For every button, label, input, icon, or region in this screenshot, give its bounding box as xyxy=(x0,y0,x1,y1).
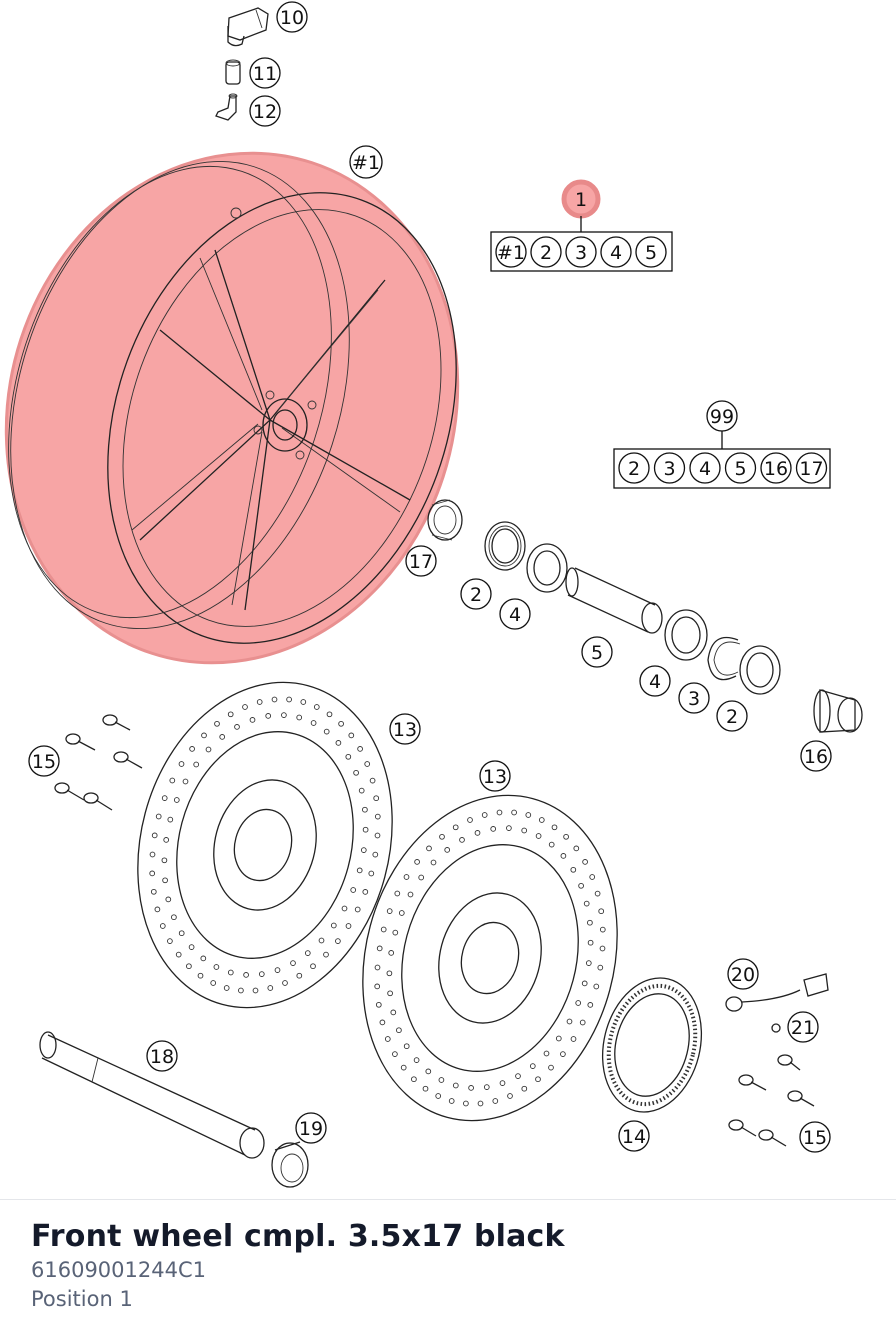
part-disc-bolts-right[interactable] xyxy=(728,1054,815,1147)
svg-text:2: 2 xyxy=(470,584,482,606)
part-circlip-3[interactable] xyxy=(707,636,741,681)
part-disc-bolts-left[interactable] xyxy=(54,714,143,811)
callout-10[interactable]: 10 xyxy=(276,1,308,33)
group-box-99 xyxy=(613,448,831,489)
svg-text:21: 21 xyxy=(791,1017,815,1039)
part-valve-cap[interactable] xyxy=(227,7,269,47)
group-99-item[interactable]: 17 xyxy=(795,452,828,484)
part-bearing-4a[interactable] xyxy=(526,543,568,593)
part-sensor-screw[interactable] xyxy=(771,1023,781,1033)
group-1-item-label: 5 xyxy=(645,242,657,264)
svg-text:11: 11 xyxy=(253,63,277,85)
group-1-item-label: #1 xyxy=(497,242,525,264)
group-99-item[interactable]: 2 xyxy=(618,452,650,484)
callout-2-right[interactable]: 2 xyxy=(716,700,748,732)
svg-text:99: 99 xyxy=(710,406,734,428)
callout-20[interactable]: 20 xyxy=(727,958,759,990)
svg-text:13: 13 xyxy=(483,766,507,788)
group-99-item-label: 4 xyxy=(699,458,711,480)
group-1-item[interactable]: 5 xyxy=(635,236,667,268)
svg-text:4: 4 xyxy=(649,671,661,693)
group-99-item-label: 2 xyxy=(628,458,640,480)
svg-text:16: 16 xyxy=(804,746,828,768)
group-1-item[interactable]: 3 xyxy=(565,236,597,268)
group-1-item[interactable]: 4 xyxy=(600,236,632,268)
group-1-item[interactable]: #1 xyxy=(495,236,527,268)
callout-4-left[interactable]: 4 xyxy=(499,598,531,630)
callout-12[interactable]: 12 xyxy=(249,95,281,127)
callout-5[interactable]: 5 xyxy=(581,636,613,668)
group-99-item[interactable]: 3 xyxy=(653,452,686,484)
callout-wheel-1[interactable]: #1 xyxy=(349,145,383,179)
callout-16[interactable]: 16 xyxy=(800,740,832,772)
svg-text:5: 5 xyxy=(591,642,603,664)
svg-text:19: 19 xyxy=(299,1118,323,1140)
part-valve[interactable] xyxy=(215,93,238,121)
part-brake-disc-right[interactable] xyxy=(328,767,653,1150)
callout-2-left[interactable]: 2 xyxy=(460,578,492,610)
group-99-item[interactable]: 16 xyxy=(760,452,792,484)
group-1-item-label: 2 xyxy=(540,242,552,264)
callout-13-right[interactable]: 13 xyxy=(479,760,511,792)
part-number: 61609001244C1 xyxy=(31,1258,206,1282)
part-spacer-tube-5[interactable] xyxy=(565,567,663,634)
svg-text:4: 4 xyxy=(509,604,521,626)
footer-divider xyxy=(0,1199,896,1200)
callout-19[interactable]: 19 xyxy=(295,1112,327,1144)
callout-99[interactable]: 99 xyxy=(706,400,738,432)
callout-14[interactable]: 14 xyxy=(618,1120,650,1152)
group-99-item-label: 16 xyxy=(764,458,788,480)
svg-text:18: 18 xyxy=(150,1046,174,1068)
group-99-item[interactable]: 5 xyxy=(724,452,757,484)
svg-text:13: 13 xyxy=(393,719,417,741)
group-1-item[interactable]: 2 xyxy=(530,236,562,268)
group-99-item-label: 17 xyxy=(799,458,823,480)
callout-selected-1[interactable]: 1 xyxy=(561,179,601,219)
group-set-99: 2 3 4 5 16 17 xyxy=(618,452,828,484)
group-set-1: #1 2 3 4 5 xyxy=(495,236,667,268)
part-seal-2b[interactable] xyxy=(739,645,781,695)
svg-text:15: 15 xyxy=(32,751,56,773)
callout-17[interactable]: 17 xyxy=(405,545,437,577)
group-99-item[interactable]: 4 xyxy=(689,452,721,484)
svg-text:14: 14 xyxy=(622,1126,646,1148)
group-1-item-label: 3 xyxy=(575,242,587,264)
svg-text:15: 15 xyxy=(803,1127,827,1149)
part-bearing-4b[interactable] xyxy=(664,609,708,661)
group-99-item-label: 3 xyxy=(663,458,675,480)
svg-text:20: 20 xyxy=(731,964,755,986)
svg-text:12: 12 xyxy=(253,101,277,123)
part-abs-sensor-ring[interactable] xyxy=(589,967,715,1122)
part-info-panel: Front wheel cmpl. 3.5x17 black 616090012… xyxy=(0,1200,896,1335)
part-title: Front wheel cmpl. 3.5x17 black xyxy=(31,1219,565,1254)
part-position: Position 1 xyxy=(31,1287,133,1311)
part-abs-sensor[interactable] xyxy=(725,973,829,1012)
svg-text:2: 2 xyxy=(726,706,738,728)
part-spacer-16[interactable] xyxy=(813,689,863,733)
group-1-item-label: 4 xyxy=(610,242,622,264)
svg-text:10: 10 xyxy=(280,7,304,29)
exploded-parts-diagram: 1 #1 2 3 4 5 99 2 3 4 5 16 17 xyxy=(0,1,863,1188)
callout-15-left[interactable]: 15 xyxy=(28,745,60,777)
group-99-item-label: 5 xyxy=(734,458,746,480)
part-axle-nut[interactable] xyxy=(271,1141,309,1188)
part-axle[interactable] xyxy=(39,1031,265,1159)
callout-18[interactable]: 18 xyxy=(146,1040,178,1072)
svg-text:1: 1 xyxy=(575,189,587,211)
callout-4-right[interactable]: 4 xyxy=(639,665,671,697)
svg-text:17: 17 xyxy=(409,551,433,573)
callout-13-left[interactable]: 13 xyxy=(389,713,421,745)
svg-text:3: 3 xyxy=(688,688,700,710)
callout-3[interactable]: 3 xyxy=(678,682,710,714)
part-spacer-17[interactable] xyxy=(427,499,463,541)
part-brake-disc-left[interactable] xyxy=(103,654,428,1037)
callout-21[interactable]: 21 xyxy=(787,1011,819,1043)
part-valve-sleeve[interactable] xyxy=(225,59,241,85)
svg-text:#1: #1 xyxy=(352,152,380,174)
callout-15-right[interactable]: 15 xyxy=(799,1121,831,1153)
part-wheel-rim[interactable] xyxy=(0,94,523,722)
part-seal-2a[interactable] xyxy=(484,521,526,571)
callout-11[interactable]: 11 xyxy=(249,57,281,89)
